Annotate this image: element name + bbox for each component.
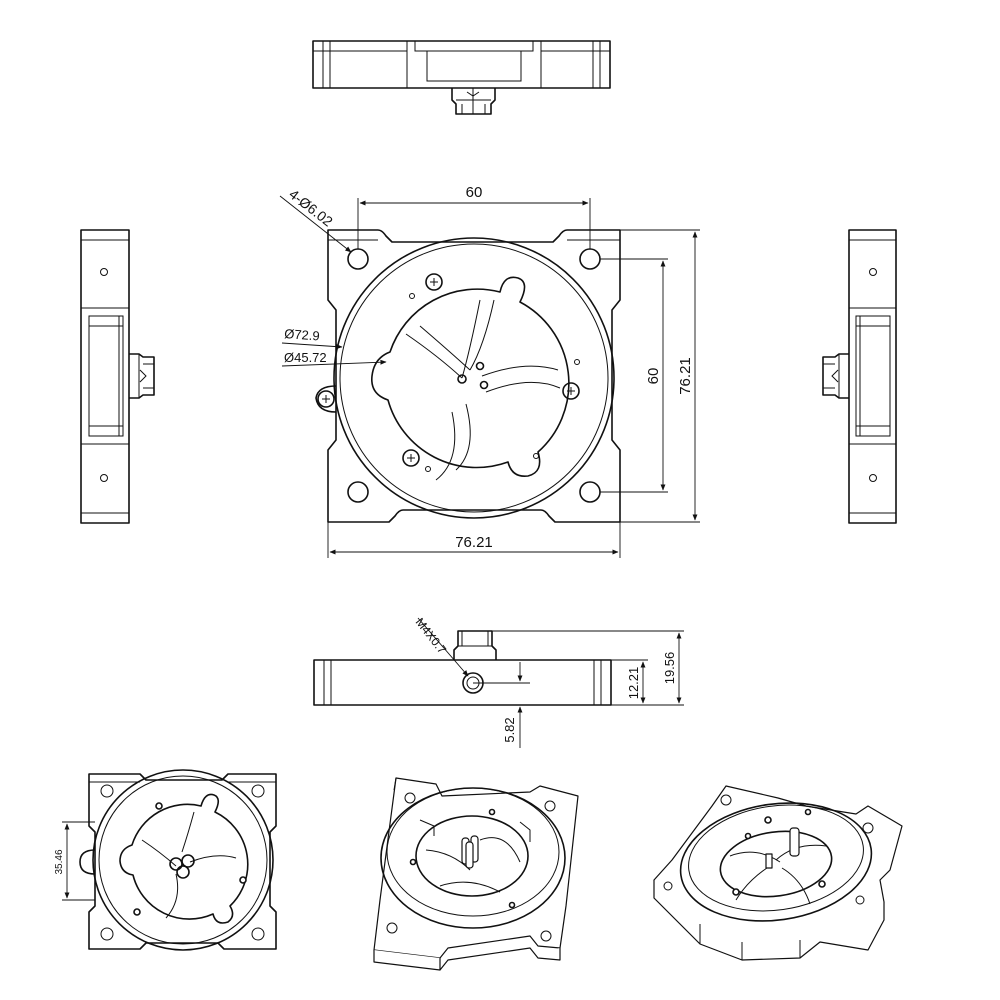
mount-hole-tr: [579, 248, 601, 270]
dim-outer-diameter: Ø72.9: [284, 326, 320, 343]
bottom-view-dimensions: M4X0.7 19.56 12.21 5.82: [413, 615, 684, 748]
right-side-view: [822, 229, 897, 524]
dim-top-width: 60: [466, 184, 483, 201]
dim-overall-height: 76.21: [677, 357, 694, 395]
dim-hole-spec: 4-Ø6.02: [286, 186, 336, 230]
dim-thread-spec: M4X0.7: [413, 615, 450, 656]
iso-view-perspective: [653, 785, 903, 961]
dim-inner-diameter: Ø45.72: [284, 350, 327, 365]
front-view: [315, 229, 621, 523]
dim-iso-offset: 35.46: [54, 849, 65, 874]
bottom-side-view: [313, 630, 612, 706]
screw-bottom: [402, 449, 420, 467]
mount-hole-br: [579, 481, 601, 503]
left-side-view: [80, 229, 155, 524]
screw-top: [425, 273, 443, 291]
dim-overall-width: 76.21: [455, 534, 493, 551]
dim-hole-offset: 5.82: [502, 717, 517, 742]
top-view: [312, 40, 611, 115]
iso-view-front: 35.46: [54, 769, 277, 951]
screw-right: [562, 382, 580, 400]
lever-knob: [315, 385, 337, 413]
mount-hole-bl: [347, 481, 369, 503]
dim-right-height: 60: [645, 368, 662, 385]
dim-side-total: 19.56: [662, 652, 677, 685]
iso-view-angled: [373, 777, 579, 971]
dim-side-body: 12.21: [626, 667, 641, 700]
